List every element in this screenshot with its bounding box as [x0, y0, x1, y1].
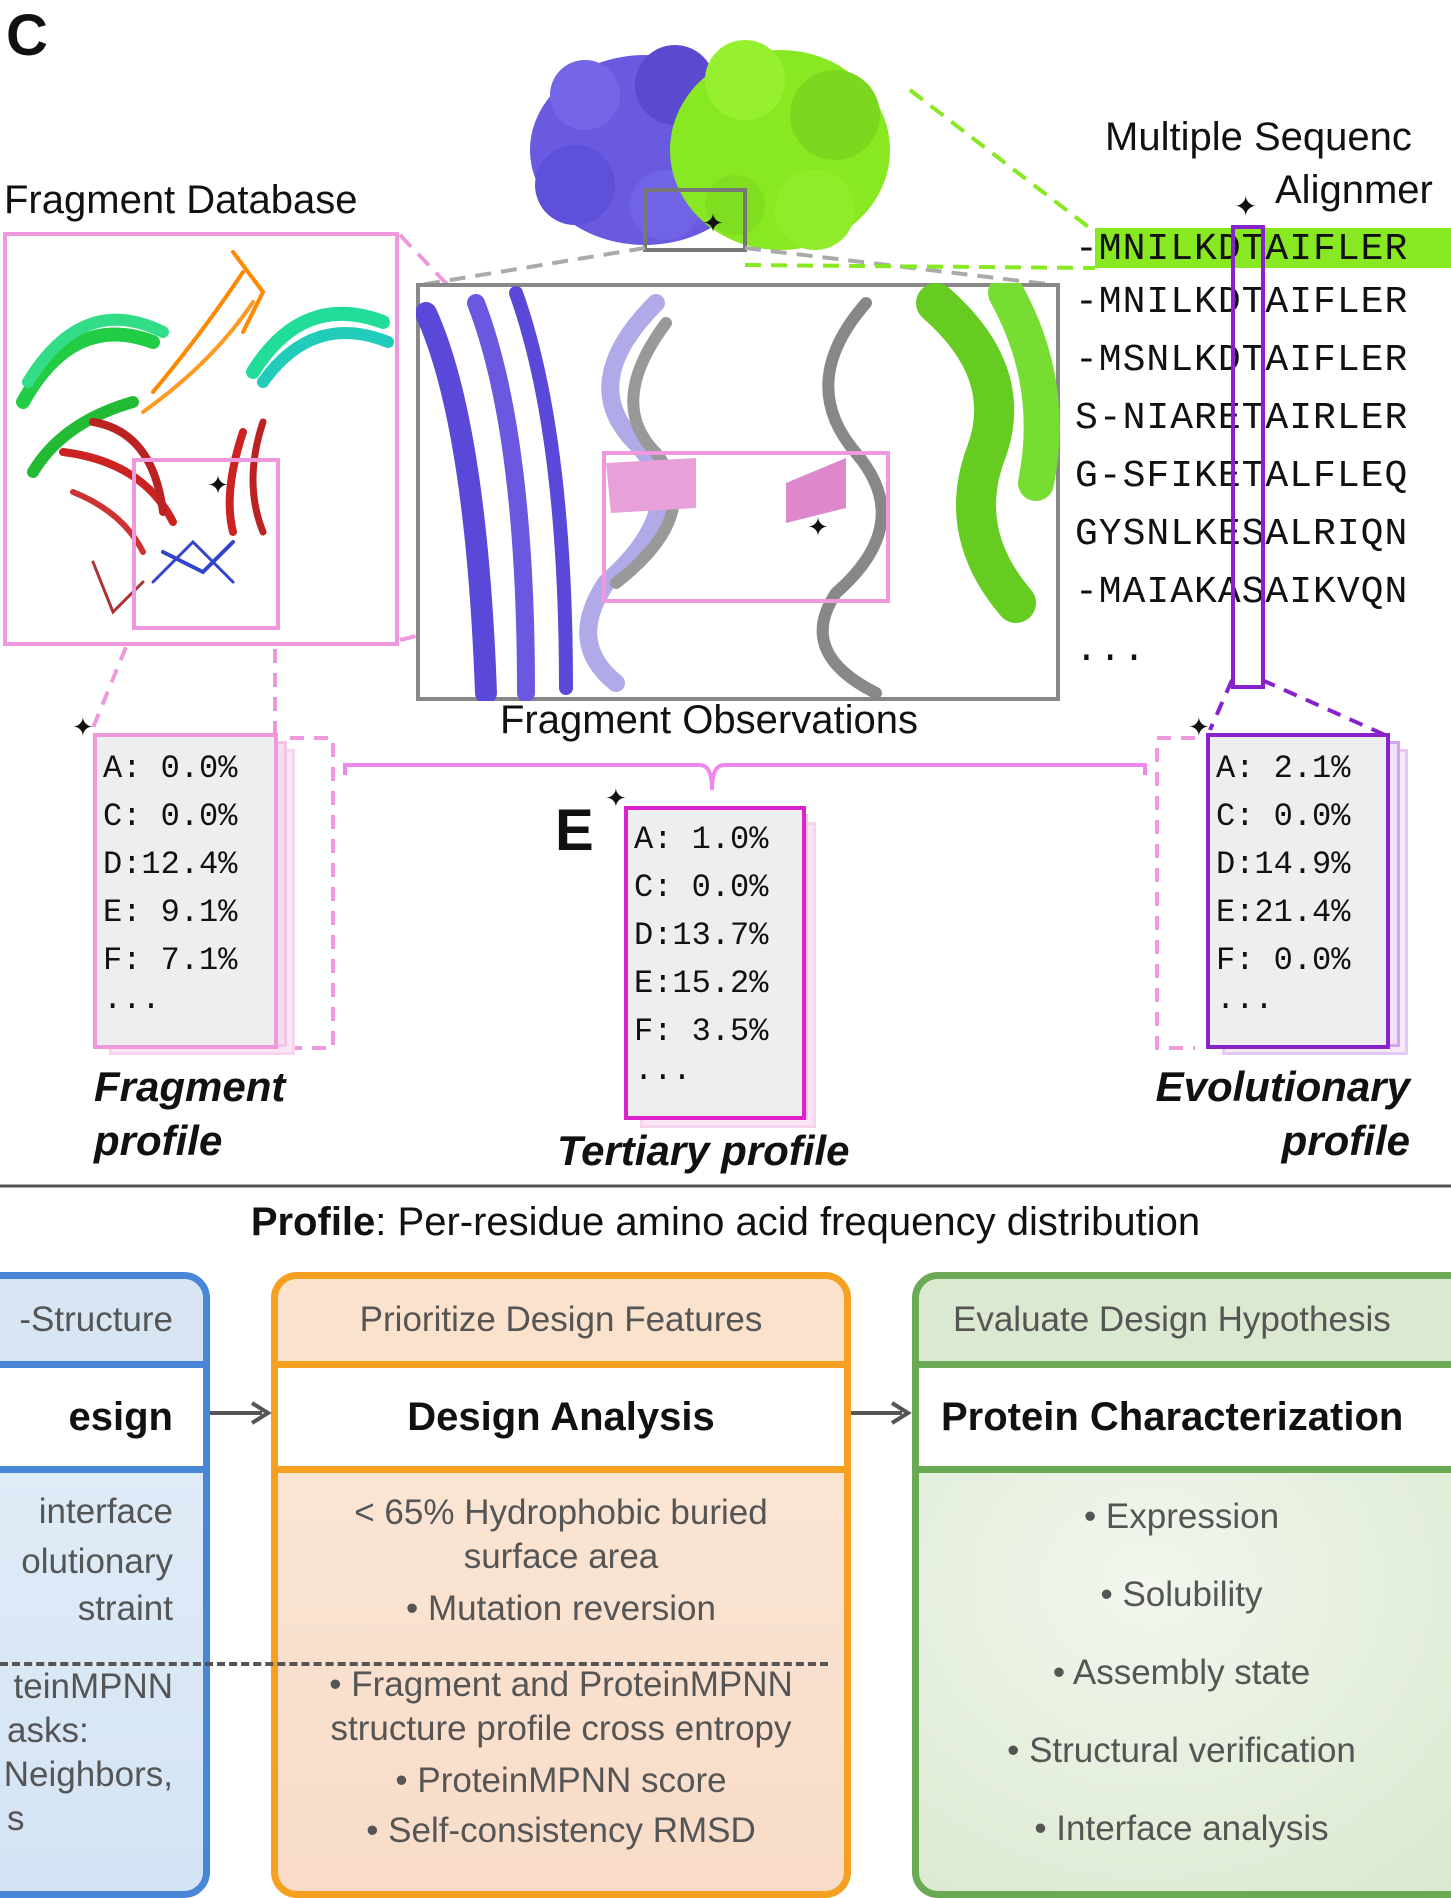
profile-row: A: 1.0%: [634, 821, 769, 858]
flow-item: asks:: [7, 1711, 89, 1750]
profile-row: E:21.4%: [1216, 894, 1351, 931]
profile-row: D:14.9%: [1216, 846, 1351, 883]
profile-row: E:15.2%: [634, 965, 769, 1002]
flow-item: structure profile cross entropy: [330, 1709, 792, 1748]
flow-item: s: [7, 1799, 25, 1838]
profile-row: ...: [103, 981, 161, 1018]
profile-definition-term: Profile: [250, 1200, 376, 1244]
profile-row: D:12.4%: [103, 846, 238, 883]
tertiary-profile-star-icon: ✦: [605, 783, 627, 813]
profile-row: F: 3.5%: [634, 1013, 769, 1050]
tertiary-profile-card: A: 1.0% C: 0.0% D:13.7% E:15.2% F: 3.5% …: [624, 806, 806, 1120]
profile-row: C: 0.0%: [634, 869, 769, 906]
fragment-profile-card: A: 0.0% C: 0.0% D:12.4% E: 9.1% F: 7.1% …: [93, 733, 278, 1049]
profile-row: ...: [1216, 981, 1274, 1018]
msa-column-highlight: [1231, 225, 1265, 689]
msa-star-icon: ✦: [1234, 191, 1258, 222]
flow-box-design: -Structure esign interface olutionary st…: [0, 1272, 210, 1898]
profile-row: A: 0.0%: [103, 750, 238, 787]
svg-text:✦: ✦: [207, 470, 229, 500]
msa-sequence: -MNILKDTAIFLER: [1075, 228, 1409, 271]
flow-item: interface: [38, 1492, 173, 1531]
flow-item: • Structural verification: [1007, 1731, 1356, 1770]
flow-box-protein-characterization: Evaluate Design Hypothesis Protein Chara…: [912, 1272, 1451, 1898]
fragment-selection-box: [132, 458, 280, 630]
fragment-observations-label: Fragment Observations: [500, 698, 918, 742]
flow-item: • ProteinMPNN score: [395, 1761, 727, 1800]
observation-selection-box: [602, 451, 890, 603]
msa-highlight-bar: [1095, 228, 1451, 268]
msa-sequence: -MSNLKDTAIFLER: [1075, 339, 1409, 382]
msa-sequence: S-NIARETAIRLER: [1075, 397, 1409, 440]
green-chain-surface: [670, 40, 890, 250]
msa-sequence: GYSNLKESALRIQN: [1075, 513, 1409, 556]
tertiary-profile-title: Tertiary profile: [557, 1127, 850, 1174]
flow-item: • Assembly state: [1052, 1653, 1311, 1692]
flow-item: • Expression: [1083, 1497, 1280, 1536]
protein-surface-image: ✦: [530, 40, 890, 252]
profile-definition: Profile: Per-residue amino acid frequenc…: [0, 1200, 1451, 1245]
flow-box-title: esign: [0, 1361, 203, 1473]
fragment-database-image: ✦: [3, 232, 399, 646]
evolutionary-profile-card: A: 2.1% C: 0.0% D:14.9% E:21.4% F: 0.0% …: [1206, 733, 1390, 1049]
flow-item: < 65% Hydrophobic buried: [354, 1493, 768, 1532]
flow-box-header: -Structure: [0, 1279, 203, 1361]
msa-sequence: ...: [1075, 629, 1147, 672]
flow-box-header: Prioritize Design Features: [278, 1279, 844, 1361]
profile-row: ...: [634, 1052, 692, 1089]
panel-letter-e: E: [555, 798, 594, 863]
flow-box-header: Evaluate Design Hypothesis: [919, 1279, 1451, 1361]
panel-letter-c: C: [6, 3, 48, 68]
svg-text:✦: ✦: [807, 512, 829, 542]
flow-item: • Mutation reversion: [406, 1589, 716, 1628]
flow-item: • Solubility: [1100, 1575, 1263, 1614]
profile-definition-text: : Per-residue amino acid frequency distr…: [375, 1200, 1201, 1244]
flow-box-title: Design Analysis: [278, 1361, 844, 1473]
fragment-profile-title: Fragment profile: [94, 1063, 286, 1164]
profile-row: F: 0.0%: [1216, 942, 1351, 979]
flow-item: • Fragment and ProteinMPNN: [329, 1665, 793, 1704]
profile-row: D:13.7%: [634, 917, 769, 954]
flow-box-title: Protein Characterization: [919, 1361, 1451, 1473]
star-marker-icon: ✦: [702, 208, 724, 238]
profile-row: E: 9.1%: [103, 894, 238, 931]
fragment-profile-star-icon: ✦: [72, 712, 94, 742]
flow-item: teinMPNN: [13, 1667, 173, 1706]
flow-item: surface area: [463, 1537, 659, 1576]
profile-row: C: 0.0%: [1216, 798, 1351, 835]
flow-item: Neighbors,: [3, 1755, 173, 1794]
msa-sequence: -MNILKDTAIFLER: [1075, 281, 1409, 324]
flow-item: straint: [77, 1589, 173, 1628]
flow-box-design-analysis: Prioritize Design Features Design Analys…: [271, 1272, 851, 1898]
evolutionary-profile-star-icon: ✦: [1188, 712, 1210, 742]
zoom-region-box: [643, 188, 747, 252]
msa-sequence: -MAIAKASAIKVQN: [1075, 571, 1409, 614]
flow-item: • Interface analysis: [1034, 1809, 1329, 1848]
flow-dashed-separator: [0, 1662, 828, 1666]
evolutionary-profile-title: Evolutionary profile: [1155, 1063, 1410, 1164]
fragment-observations-image: ✦: [416, 283, 1060, 701]
msa-label-line1: Multiple Sequenc: [1105, 115, 1412, 159]
flow-item: olutionary: [21, 1542, 173, 1581]
profile-row: F: 7.1%: [103, 942, 238, 979]
profile-row: C: 0.0%: [103, 798, 238, 835]
flow-item: • Self-consistency RMSD: [366, 1811, 756, 1850]
msa-sequences: -MNILKDTAIFLER -MNILKDTAIFLER -MSNLKDTAI…: [1075, 226, 1408, 680]
profile-row: A: 2.1%: [1216, 750, 1351, 787]
fragment-database-label: Fragment Database: [4, 178, 358, 222]
msa-sequence: G-SFIKETALFLEQ: [1075, 455, 1409, 498]
msa-label-line2: Alignmer: [1275, 168, 1433, 212]
